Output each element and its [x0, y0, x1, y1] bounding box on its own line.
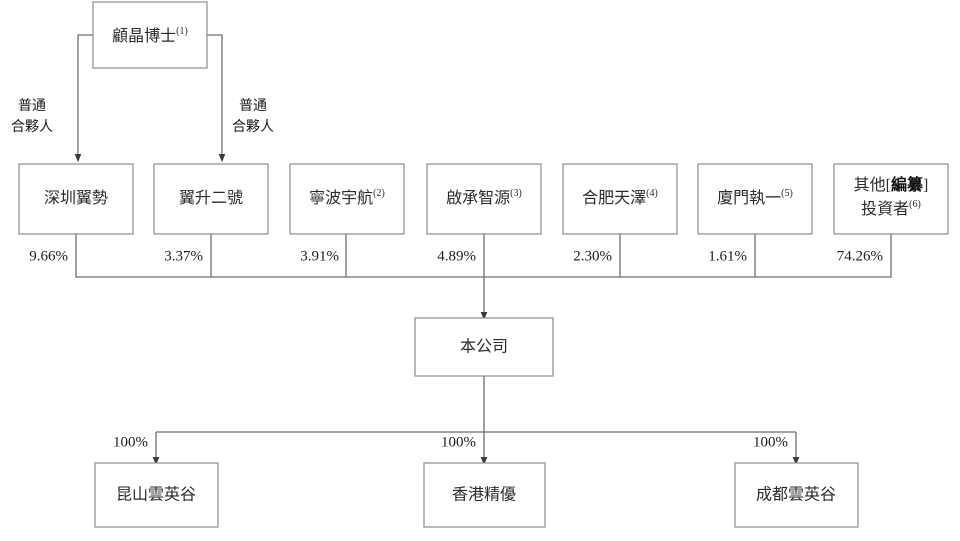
subsidiary-3-label: 成都雲英谷 — [756, 486, 836, 504]
node-shareholder-5[interactable]: 合肥天澤(4) — [562, 163, 678, 235]
percent-shareholder-6: 1.61% — [708, 248, 747, 264]
shareholder-6-label: 廈門執一 — [717, 189, 781, 207]
company-label: 本公司 — [460, 338, 508, 356]
node-company[interactable]: 本公司 — [414, 317, 554, 377]
edge-note-general-partner-right: 普通 合夥人 — [232, 98, 274, 135]
shareholder-4-label: 啟承智源 — [446, 189, 510, 207]
node-subsidiary-1[interactable]: 昆山雲英谷 — [94, 462, 219, 528]
node-shareholder-6[interactable]: 廈門執一(5) — [697, 163, 813, 235]
shareholder-5-label: 合肥天澤 — [582, 189, 646, 207]
connector-founder-to-yisheng-no2 — [207, 34, 226, 163]
gp-right-line2: 合夥人 — [232, 119, 274, 135]
subsidiary-1-label: 昆山雲英谷 — [116, 486, 196, 504]
percent-shareholder-3: 3.91% — [300, 248, 339, 264]
svg-text:翼升二號: 翼升二號 — [179, 189, 243, 207]
gp-right-line1: 普通 — [239, 98, 267, 114]
node-founder[interactable]: 顧晶博士(1) — [92, 1, 208, 69]
percent-shareholder-1: 9.66% — [29, 248, 68, 264]
founder-label: 顧晶博士 — [112, 27, 176, 45]
node-subsidiary-2[interactable]: 香港精優 — [423, 462, 546, 528]
percent-shareholder-5: 2.30% — [573, 248, 612, 264]
svg-text:啟承智源(3): 啟承智源(3) — [446, 188, 522, 207]
founder-superscript: (1) — [176, 26, 188, 37]
shareholder-1-label: 深圳翼勢 — [44, 189, 108, 207]
svg-text:其他[編纂]: 其他[編纂] — [854, 175, 929, 194]
svg-text:寧波宇航(2): 寧波宇航(2) — [309, 188, 385, 207]
svg-text:合肥天澤(4): 合肥天澤(4) — [582, 188, 658, 207]
node-shareholder-3[interactable]: 寧波宇航(2) — [289, 163, 405, 235]
shareholder-3-label: 寧波宇航 — [309, 189, 373, 207]
shareholder-3-superscript: (2) — [373, 188, 385, 199]
edge-note-general-partner-left: 普通 合夥人 — [11, 98, 53, 135]
connector-sh-1-to-bus — [75, 234, 484, 278]
shareholder-7-superscript: (6) — [909, 199, 921, 210]
svg-text:顧晶博士(1): 顧晶博士(1) — [112, 26, 188, 45]
shareholder-7-label-line2: 投資者 — [861, 200, 909, 218]
shareholder-4-superscript: (3) — [510, 188, 522, 199]
gp-left-line2: 合夥人 — [11, 119, 53, 135]
percent-subsidiary-1: 100% — [113, 434, 148, 450]
node-shareholder-1[interactable]: 深圳翼勢 — [18, 163, 134, 235]
shareholder-5-superscript: (4) — [646, 188, 658, 199]
percent-shareholder-2: 3.37% — [164, 248, 203, 264]
gp-left-line1: 普通 — [18, 98, 46, 114]
connector-sh-7-to-bus — [484, 234, 892, 278]
node-shareholder-2[interactable]: 翼升二號 — [153, 163, 269, 235]
svg-text:深圳翼勢: 深圳翼勢 — [44, 189, 108, 207]
shareholder-6-superscript: (5) — [781, 188, 793, 199]
percent-subsidiary-3: 100% — [753, 434, 788, 450]
subsidiary-2-label: 香港精優 — [452, 486, 516, 504]
node-shareholder-4[interactable]: 啟承智源(3) — [426, 163, 542, 235]
connector-founder-to-shenzhen-yishi — [74, 34, 93, 163]
node-shareholder-7[interactable]: 其他[編纂] 投資者(6) — [833, 163, 949, 235]
percent-shareholder-7: 74.26% — [837, 248, 883, 264]
percent-subsidiary-2: 100% — [441, 434, 476, 450]
percent-shareholder-4: 4.89% — [437, 248, 476, 264]
node-subsidiary-3[interactable]: 成都雲英谷 — [734, 462, 859, 528]
shareholder-2-label: 翼升二號 — [179, 189, 243, 207]
svg-text:投資者(6): 投資者(6) — [861, 199, 921, 218]
svg-text:廈門執一(5): 廈門執一(5) — [717, 188, 793, 207]
shareholder-7-label-line1: 其他[編纂] — [854, 175, 929, 194]
